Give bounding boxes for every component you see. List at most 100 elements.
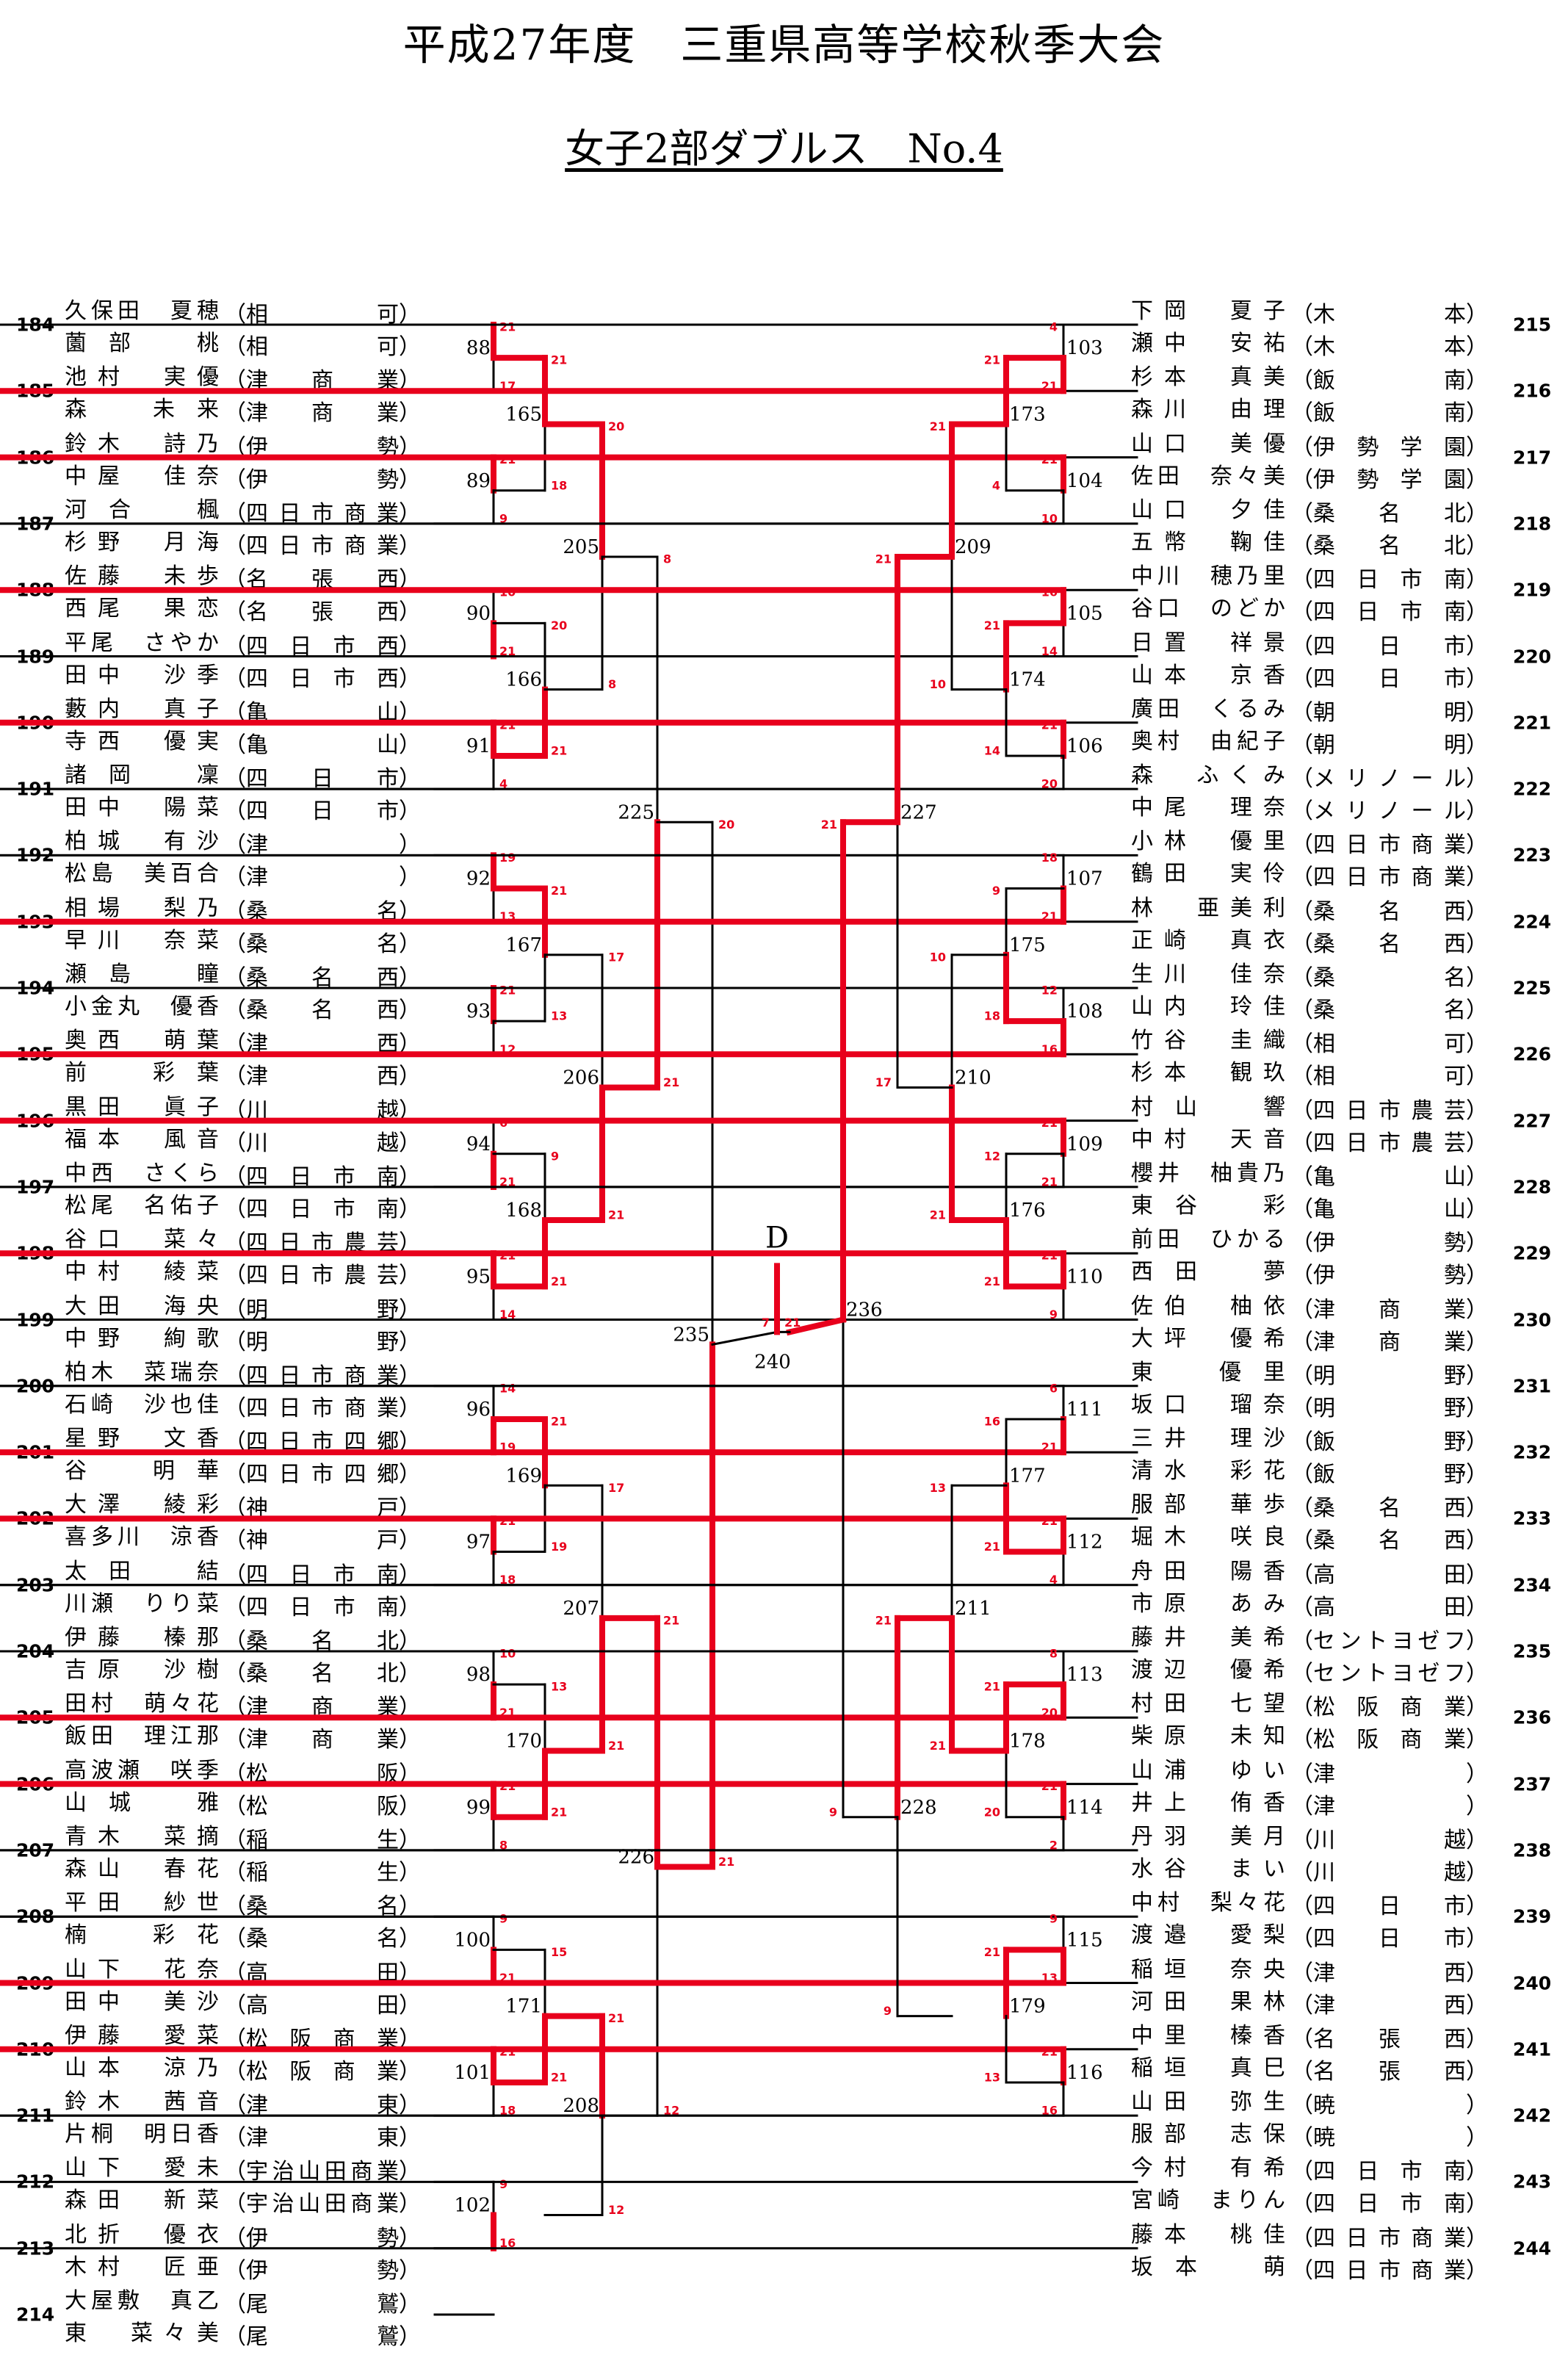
- player-school: （津西）: [224, 1058, 421, 1089]
- player-name: 小林 優里: [1131, 829, 1285, 855]
- player-name: 吉原 沙樹: [65, 1657, 219, 1683]
- player-name: 竹谷 圭織: [1131, 1028, 1285, 1054]
- paren-open: （: [1291, 633, 1313, 660]
- paren-close: ）: [1466, 1097, 1488, 1124]
- player-name: 中西 さくら: [65, 1160, 219, 1186]
- paren-close: ）: [1466, 1761, 1488, 1787]
- paren-close: ）: [399, 302, 421, 328]
- paren-close: ）: [399, 1329, 421, 1355]
- school-name: 明野: [1313, 1363, 1466, 1389]
- player-name: 舟田 陽香: [1131, 1558, 1285, 1584]
- match-number: 235: [673, 1324, 709, 1346]
- paren-open: （: [1291, 1761, 1313, 1787]
- match-score: 21: [984, 1945, 1000, 1959]
- player-school: （亀山）: [1291, 1158, 1488, 1190]
- match-score: 8: [1049, 1647, 1058, 1661]
- school-name: 松阪商業: [1313, 1695, 1466, 1721]
- match-score: 21: [551, 884, 567, 898]
- paren-close: ）: [399, 334, 421, 360]
- match-score: 21: [551, 1414, 567, 1428]
- school-name: 津東: [246, 2125, 399, 2152]
- player-school: （朝明）: [1291, 694, 1488, 726]
- player-name: 森山 春花: [65, 1855, 219, 1882]
- match-score: 10: [930, 950, 946, 964]
- school-name: 暁: [1313, 2125, 1335, 2152]
- match-number: 90: [466, 602, 491, 624]
- paren-open: （: [1291, 998, 1313, 1023]
- player-school: （尾鷲）: [224, 2318, 421, 2350]
- school-name: 津: [246, 832, 268, 859]
- player-name: 平尾 さやか: [65, 630, 219, 656]
- player-school: （津）: [1291, 1788, 1488, 1819]
- player-school: （四日市）: [1291, 1920, 1488, 1952]
- match-score: 12: [984, 1149, 1000, 1163]
- player-name: 服部 華歩: [1131, 1492, 1285, 1518]
- player-school: （相 可）: [224, 296, 421, 328]
- player-name: 櫻井 柚貴乃: [1131, 1160, 1285, 1186]
- school-name: 四日市: [246, 766, 399, 793]
- match-score: 16: [1041, 1042, 1058, 1056]
- match-score: 21: [551, 2070, 567, 2084]
- match-score: 17: [875, 1075, 892, 1089]
- paren-open: （: [224, 2191, 246, 2218]
- player-school: （飯野）: [1291, 1456, 1488, 1487]
- school-name: 名張西: [1313, 2058, 1466, 2085]
- paren-open: （: [1291, 1164, 1313, 1190]
- player-school: （桑名）: [224, 926, 421, 957]
- match-score: 18: [499, 1573, 516, 1587]
- school-name: 相 可: [246, 302, 399, 328]
- player-name: 前 彩葉: [65, 1060, 219, 1086]
- paren-open: （: [224, 1926, 246, 1952]
- match-score: 18: [551, 478, 567, 492]
- school-name: 明野: [246, 1329, 399, 1355]
- player-name: 中川 穂乃里: [1131, 563, 1285, 590]
- paren-open: （: [224, 1263, 246, 1289]
- school-name: 伊勢: [1313, 1263, 1466, 1289]
- paren-close: ）: [399, 1727, 421, 1753]
- paren-close: ）: [399, 2191, 421, 2218]
- player-name: 柴原 未知: [1131, 1723, 1285, 1750]
- player-school: （四日市商業）: [224, 1390, 421, 1421]
- entry-number: 228: [1513, 1176, 1552, 1198]
- school-name: 津: [1313, 1793, 1335, 1819]
- paren-close: ）: [1466, 1926, 1488, 1952]
- match-score: 9: [499, 511, 507, 525]
- paren-close: ）: [1466, 1859, 1488, 1886]
- paren-close: ）: [399, 666, 421, 692]
- player-school: （桑名北）: [224, 1655, 421, 1687]
- player-school: （松阪）: [224, 1788, 421, 1819]
- match-score: 21: [551, 1805, 567, 1819]
- paren-open: （: [224, 1064, 246, 1090]
- match-number: 205: [563, 536, 599, 558]
- paren-open: （: [1291, 1196, 1313, 1222]
- paren-close: ）: [1466, 1329, 1488, 1355]
- paren-open: （: [1291, 931, 1313, 957]
- player-name: 河合 楓: [65, 497, 219, 523]
- player-school: （四日市南）: [224, 1589, 421, 1620]
- player-school: （明野）: [224, 1324, 421, 1355]
- player-school: （高田）: [1291, 1589, 1488, 1620]
- match-score: 10: [499, 1647, 516, 1661]
- player-name: 久保田 夏穂: [65, 298, 219, 324]
- paren-close: ）: [1466, 334, 1488, 360]
- player-name: 五幣 鞠佳: [1131, 529, 1285, 555]
- player-school: （津）: [224, 826, 421, 858]
- match-score: 21: [551, 353, 567, 367]
- player-name: 井上 侑香: [1131, 1789, 1285, 1816]
- player-name: 山口 夕佳: [1131, 497, 1285, 523]
- player-name: 鈴木 詩乃: [65, 430, 219, 457]
- player-school: （名張西）: [224, 594, 421, 625]
- player-name: 杉本 観玖: [1131, 1060, 1285, 1086]
- paren-close: ）: [399, 2058, 421, 2085]
- player-name: 中里 榛香: [1131, 2022, 1285, 2049]
- paren-open: （: [1291, 1395, 1313, 1421]
- school-name: 桑名西: [1313, 931, 1466, 957]
- player-name: 伊藤 榛那: [65, 1625, 219, 1651]
- match-score: 8: [663, 552, 671, 566]
- player-school: （四日市商業）: [1291, 2252, 1488, 2284]
- entry-number: 232: [1513, 1441, 1552, 1463]
- paren-open: （: [1291, 732, 1313, 758]
- paren-open: （: [1291, 466, 1313, 493]
- match-score: 21: [984, 1540, 1000, 1554]
- player-school: （津西）: [1291, 1955, 1488, 1986]
